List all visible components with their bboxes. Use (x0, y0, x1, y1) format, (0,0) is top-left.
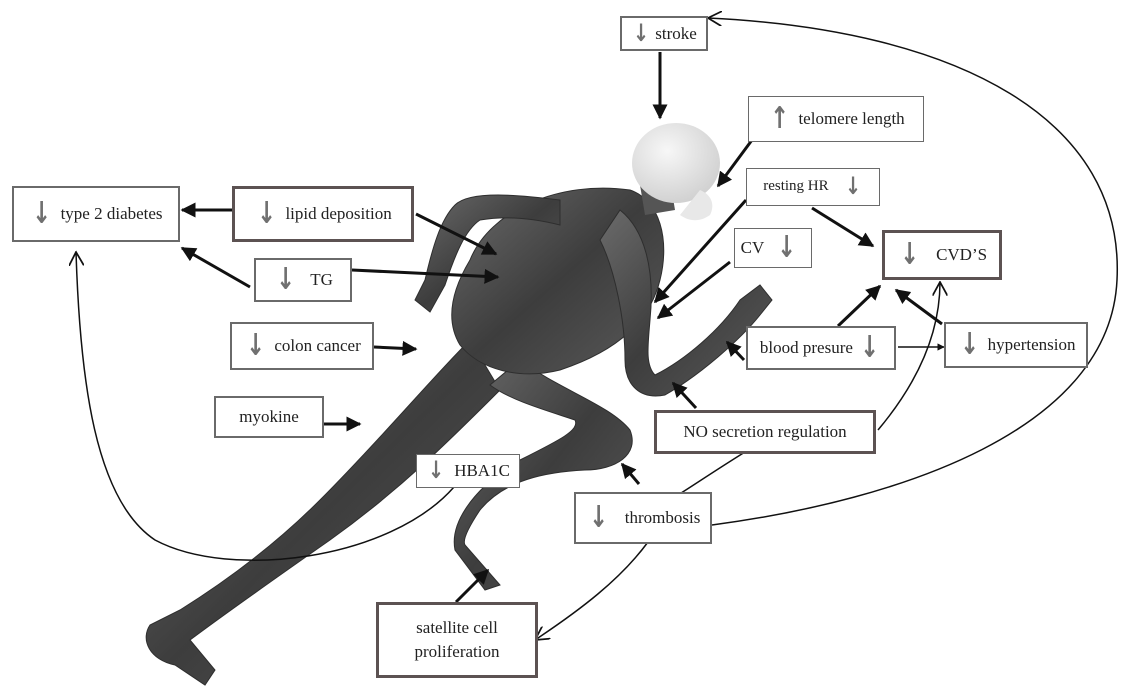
down-arrow-icon: ↓ (589, 501, 608, 536)
hba1c-box: ↓ HBA1C (416, 454, 520, 488)
blood-pressure-label: blood presure (760, 338, 853, 358)
down-arrow-icon: ↓ (860, 331, 879, 366)
stroke-label: stroke (655, 24, 697, 44)
cvds-box: ↓ CVD’S (882, 230, 1002, 280)
hypertension-box: ↓ hypertension (944, 322, 1088, 368)
type-2-diabetes-box: ↓ type 2 diabetes (12, 186, 180, 242)
colon-cancer-label: colon cancer (274, 336, 360, 356)
down-arrow-icon: ↓ (257, 197, 276, 232)
telomere-length-box: ↑ telomere length (748, 96, 924, 142)
tg-label: TG (310, 270, 333, 290)
myokine-label: myokine (239, 407, 299, 427)
down-arrow-icon: ↓ (777, 231, 796, 266)
cv-box: CV ↓ (734, 228, 812, 268)
myokine-box: myokine (214, 396, 324, 438)
down-arrow-icon: ↓ (633, 20, 649, 48)
up-arrow-icon: ↑ (770, 102, 789, 137)
no-secretion-regulation-box: NO secretion regulation (654, 410, 876, 454)
blood-pressure-box: blood presure ↓ (746, 326, 896, 370)
cvds-label: CVD’S (936, 245, 987, 265)
lipid-deposition-label: lipid deposition (285, 204, 391, 224)
telomere-length-label: telomere length (798, 109, 904, 129)
type-2-diabetes-label: type 2 diabetes (61, 204, 163, 224)
hypertension-label: hypertension (988, 335, 1076, 355)
down-arrow-icon: ↓ (276, 263, 295, 298)
down-arrow-icon: ↓ (960, 328, 979, 363)
no-secretion-regulation-label: NO secretion regulation (683, 422, 846, 442)
lipid-deposition-box: ↓ lipid deposition (232, 186, 414, 242)
satellite-cell-label: satellite cell (416, 618, 498, 638)
down-arrow-icon: ↓ (33, 197, 52, 232)
thrombosis-label: thrombosis (625, 508, 701, 528)
thrombosis-box: ↓ thrombosis (574, 492, 712, 544)
hba1c-label: HBA1C (454, 461, 510, 481)
down-arrow-icon: ↓ (845, 173, 861, 201)
head (632, 123, 720, 203)
down-arrow-icon: ↓ (246, 329, 265, 364)
tg-box: ↓ TG (254, 258, 352, 302)
satellite-cell-proliferation-box: satellite cell proliferation (376, 602, 538, 678)
resting-hr-box: resting HR ↓ (746, 168, 880, 206)
down-arrow-icon: ↓ (428, 457, 444, 485)
down-arrow-icon: ↓ (900, 238, 919, 273)
resting-hr-label: resting HR (763, 178, 828, 195)
proliferation-label: proliferation (415, 642, 500, 662)
stroke-box: ↓ stroke (620, 16, 708, 51)
cv-label: CV (741, 238, 765, 258)
colon-cancer-box: ↓ colon cancer (230, 322, 374, 370)
